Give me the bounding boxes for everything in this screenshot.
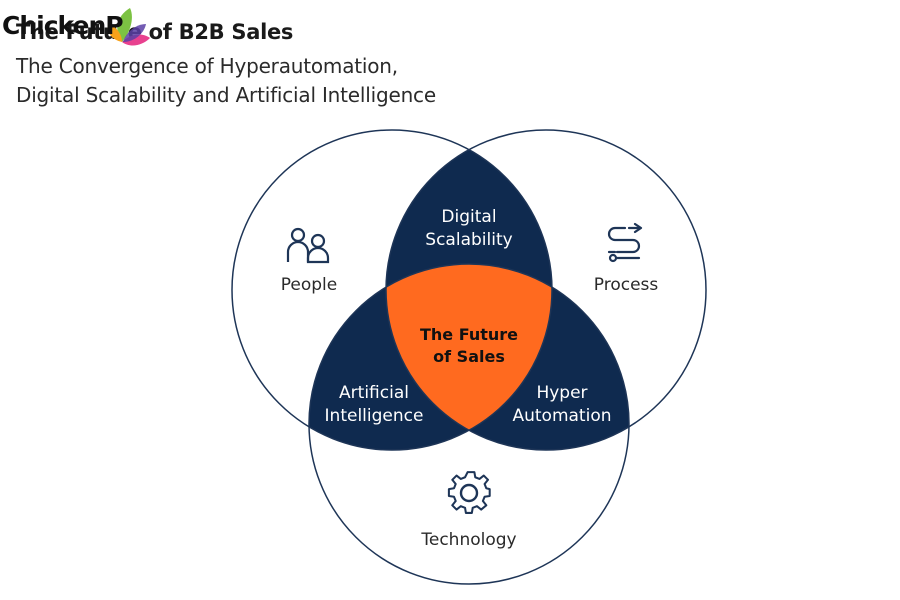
subtitle-line-1: The Convergence of Hyperautomation, <box>16 54 398 78</box>
watermark-bird-icon <box>107 8 150 46</box>
circle-label-people: People <box>281 275 337 295</box>
circle-technology-outline <box>308 263 630 585</box>
overlap-left-line-2: Intelligence <box>325 406 424 426</box>
overlap-top-line-2: Scalability <box>425 230 512 250</box>
overlap-right-line-1: Hyper <box>536 383 587 403</box>
page-title: The Future of B2B Sales <box>16 20 294 44</box>
circle-label-process: Process <box>594 275 659 295</box>
circle-label-technology: Technology <box>420 530 516 550</box>
overlap-right-line-2: Automation <box>512 406 611 426</box>
watermark-logo: ChickenP <box>2 2 172 50</box>
center-line-2: of Sales <box>433 347 505 366</box>
circle-process-outline <box>385 129 707 451</box>
overlap-left-line-1: Artificial <box>339 383 409 403</box>
people-icon <box>286 227 330 264</box>
header: The Future of B2B Sales The Convergence … <box>16 18 436 110</box>
process-icon <box>607 222 643 263</box>
circle-people-outline <box>231 129 553 451</box>
overlap-top-line-1: Digital <box>441 207 496 227</box>
watermark-text: ChickenP <box>2 11 124 40</box>
gear-icon <box>447 471 491 514</box>
subtitle-line-2: Digital Scalability and Artificial Intel… <box>16 83 436 107</box>
center-line-1: The Future <box>420 325 518 344</box>
